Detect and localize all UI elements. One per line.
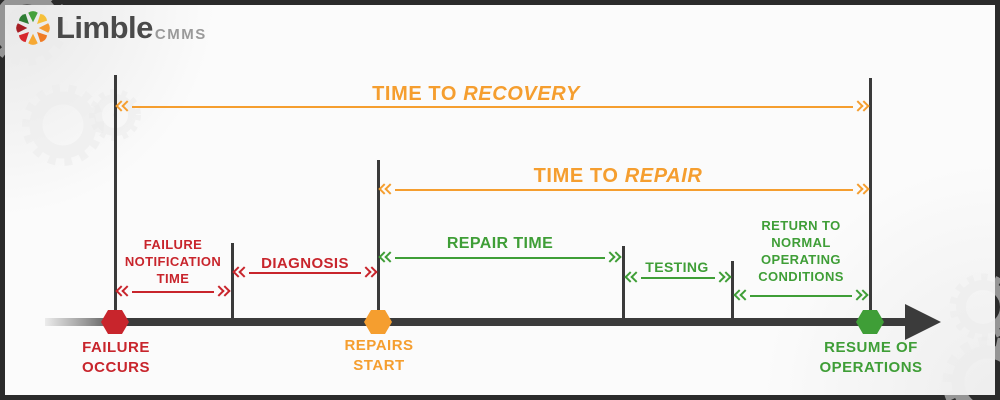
tick-testing-end [731,261,734,318]
brand-name: Limble [56,10,153,45]
span-label-return-normal: RETURN TO NORMAL OPERATING CONDITIONS [758,218,844,284]
milestone-dot-resume [856,310,884,334]
background-gear-icon [942,336,1000,400]
background-gear-icon [949,273,1000,341]
span-label-diagnosis: DIAGNOSIS [261,255,349,272]
tick-notification-end [231,243,234,318]
milestone-dot-failure [101,310,129,334]
span-label-time-to-repair: TIME TO REPAIR [533,165,703,187]
limble-gear-icon [16,11,50,45]
tick-repairs-start [377,160,380,318]
timeline-axis [45,318,908,326]
brand-logo: Limble CMMS [14,8,207,48]
tick-resume-operations [869,78,872,318]
milestone-label-resume: RESUME OF OPERATIONS [819,339,923,377]
span-label-testing: TESTING [645,259,709,275]
span-label-repair-time: REPAIR TIME [446,235,554,252]
milestone-label-repairs-start: REPAIRS START [344,337,414,375]
brand-suffix: CMMS [154,25,207,43]
timeline-arrowhead-icon [905,304,941,340]
span-label-failure-notification: FAILURE NOTIFICATION TIME [124,237,222,286]
background-gear-icon [0,0,68,66]
tick-repair-end [622,246,625,318]
milestone-label-failure: FAILURE OCCURS [81,339,151,377]
tick-failure-occurs [114,75,117,318]
span-label-time-to-recovery: TIME TO RECOVERY [372,83,580,105]
milestone-dot-repairs-start [364,310,392,334]
